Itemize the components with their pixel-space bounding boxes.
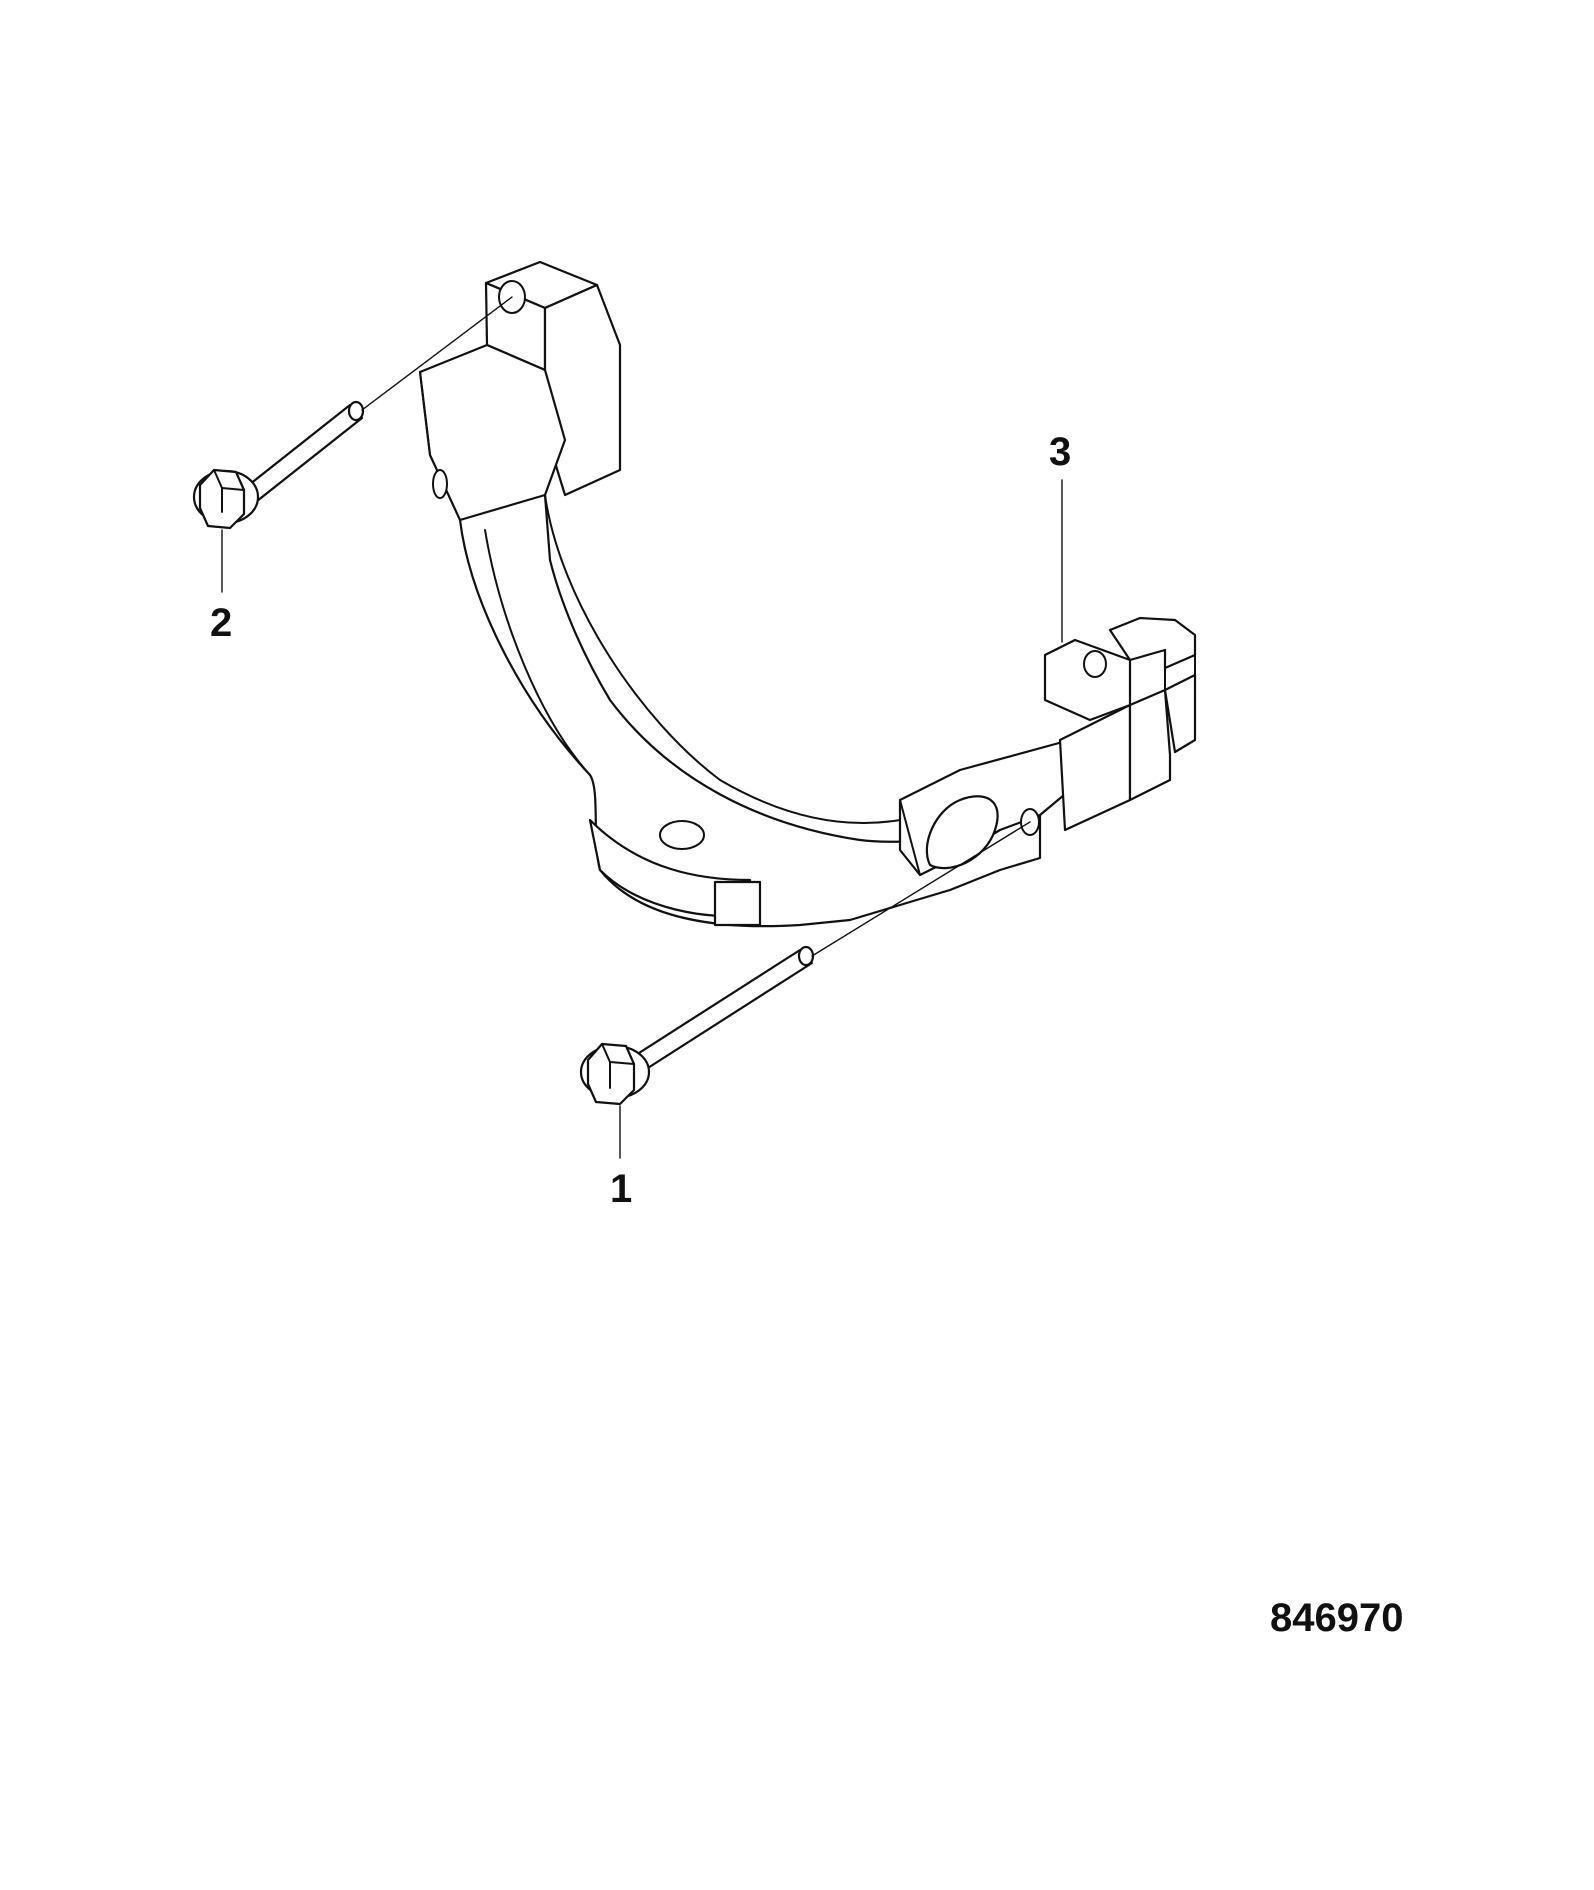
callout-label-2: 2 bbox=[210, 601, 232, 645]
callout-label-3: 3 bbox=[1049, 430, 1071, 474]
bolt-lower bbox=[579, 821, 1031, 1106]
bolt-upper bbox=[192, 296, 513, 530]
mounting-bracket bbox=[418, 260, 1197, 928]
callout-label-1: 1 bbox=[610, 1167, 632, 1211]
drawing-number: 846970 bbox=[1270, 1596, 1403, 1640]
